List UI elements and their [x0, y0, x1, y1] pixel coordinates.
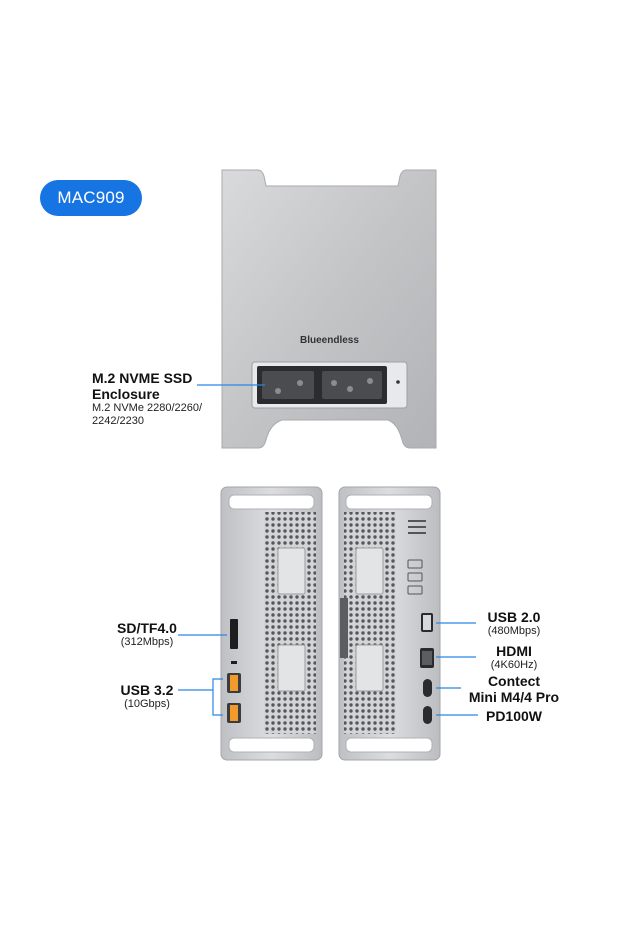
hdmi-callout: HDMI (4K60Hz) [478, 643, 550, 672]
usb20-sub: (480Mbps) [487, 625, 541, 637]
pd-callout: PD100W [480, 708, 548, 724]
enclosure-right-side-view [338, 486, 441, 761]
usb32-callout: USB 3.2 (10Gbps) [108, 682, 186, 711]
hdmi-title: HDMI [496, 643, 532, 659]
ssd-callout: M.2 NVME SSD Enclosure M.2 NVMe 2280/226… [92, 370, 212, 428]
contect-title-line2: Mini M4/4 Pro [468, 689, 560, 705]
usb20-callout: USB 2.0 (480Mbps) [478, 609, 550, 638]
callout-lines [178, 384, 478, 716]
sd-title: SD/TF4.0 [117, 620, 177, 636]
usb20-title: USB 2.0 [487, 609, 541, 625]
hdmi-sub: (4K60Hz) [490, 659, 538, 671]
ssd-sub-line2: 2242/2230 [92, 415, 144, 427]
enclosure-front-view [221, 169, 437, 449]
sd-sub: (312Mbps) [120, 636, 174, 648]
ssd-title-line1: M.2 NVME SSD [92, 370, 193, 386]
pd-title: PD100W [485, 708, 543, 724]
contect-title-line1: Contect [487, 673, 541, 689]
enclosure-left-side-view [220, 486, 323, 761]
device-brand-label: Blueendless [300, 335, 359, 346]
ssd-sub-line1: M.2 NVMe 2280/2260/ [92, 402, 203, 414]
sd-callout: SD/TF4.0 (312Mbps) [108, 620, 186, 649]
model-badge: MAC909 [40, 180, 142, 216]
usb32-title: USB 3.2 [120, 682, 174, 698]
ssd-title-line2: Enclosure [92, 386, 160, 402]
usb32-sub: (10Gbps) [124, 698, 170, 710]
contect-callout: Contect Mini M4/4 Pro [462, 673, 566, 705]
